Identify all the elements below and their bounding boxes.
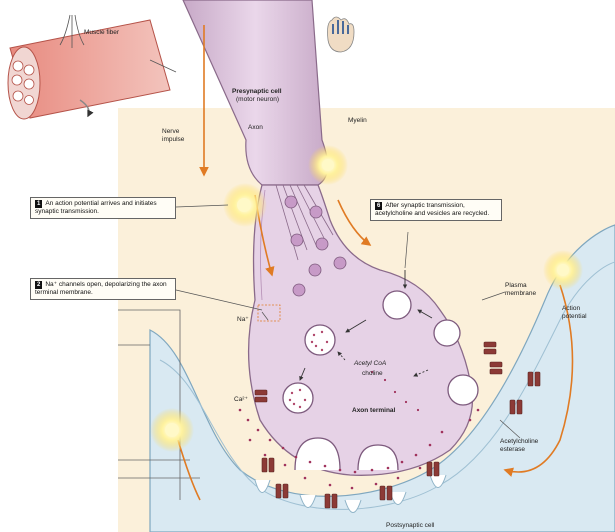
step-2-number: 2 <box>35 281 42 289</box>
presynaptic-cell-label: Presynaptic cell <box>232 88 282 96</box>
muscle-fiber-label: Muscle fiber <box>84 29 119 37</box>
step-2-text: Na⁺ channels open, depolarizing the axon… <box>35 281 167 296</box>
hand-icon <box>328 17 355 52</box>
step-6-text: After synaptic transmission, acetylcholi… <box>375 202 489 217</box>
step-6-number: 6 <box>375 202 382 210</box>
na-label: Na⁺ <box>237 316 249 324</box>
step-1-text: An action potential arrives and initiate… <box>35 200 157 215</box>
presynaptic-cell-sublabel: (motor neuron) <box>236 96 279 104</box>
axon-label: Axon <box>248 124 263 132</box>
choline-label: choline <box>362 370 383 378</box>
nerve-impulse-label: Nerve impulse <box>162 128 196 144</box>
acetylcholine-esterase-label: Acetylcholine esterase <box>500 438 550 454</box>
ca-label: Ca²⁺ <box>234 396 248 404</box>
axon-terminal-label: Axon terminal <box>352 407 395 415</box>
step-1-number: 1 <box>35 200 42 208</box>
acetyl-coa-label: Acetyl CoA <box>354 360 386 368</box>
myelin-label: Myelin <box>348 117 367 125</box>
bottom-partial-label: Postsynaptic cell <box>386 522 434 530</box>
action-potential-label: Action potential <box>562 305 600 321</box>
plasma-membrane-label: Plasma membrane <box>505 282 545 298</box>
